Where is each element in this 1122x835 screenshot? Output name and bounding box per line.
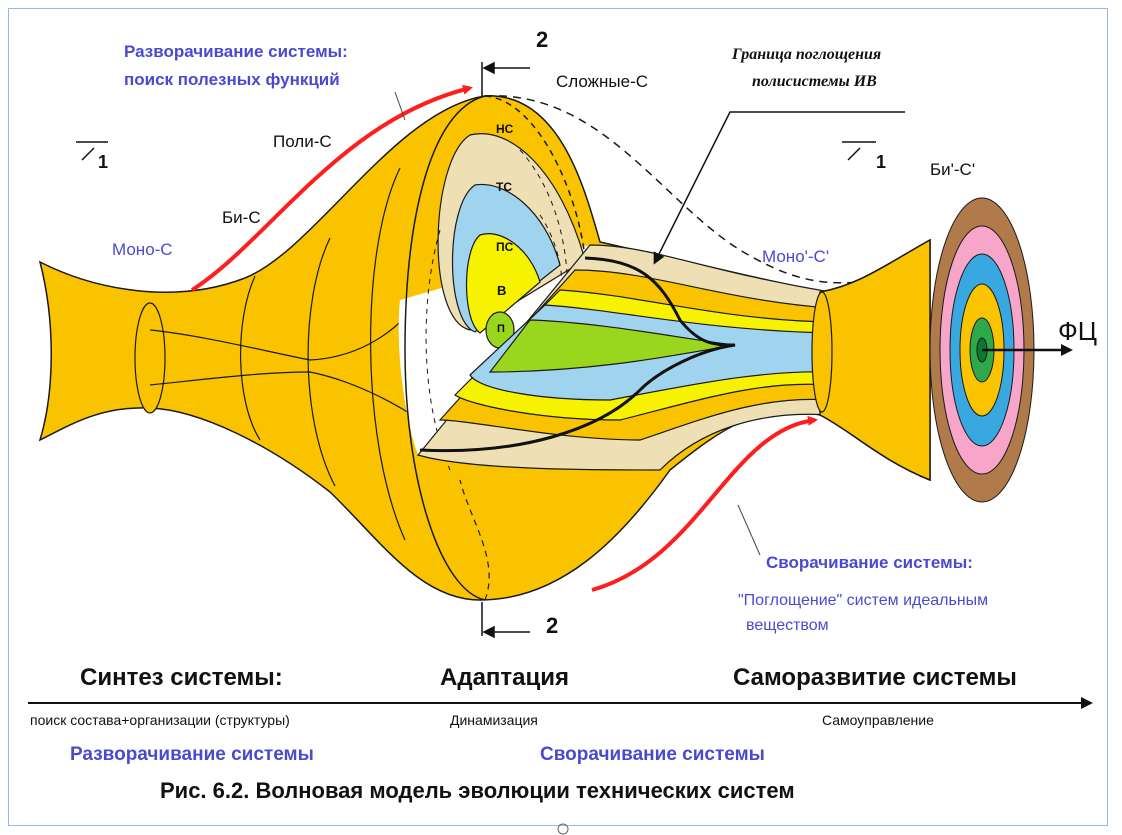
figure-caption: Рис. 6.2. Волновая модель эволюции техни… [160,778,795,803]
mono-prime-label: Моно'-С' [762,247,830,266]
layer-ns: НС [496,122,514,136]
absorption-boundary [419,256,736,453]
mono-label: Моно-С [112,240,173,259]
process-unfolding: Разворачивание системы [70,744,314,765]
layer-v: В [497,283,507,298]
left-mouth [134,302,166,414]
boundary-leader [653,111,905,265]
unfold-title: Разворачивание системы: [124,42,348,61]
fold-title: Сворачивание системы: [766,553,973,572]
cross-section-outline [404,95,486,601]
section-1-right-number: 1 [876,152,887,172]
timeline-stage-synthesis: Синтез системы: [80,664,283,691]
section-2-bottom-number: 2 [546,613,559,638]
bi-label: Би-С [222,208,261,227]
process-folding: Сворачивание системы [540,744,765,765]
section-1-left-number: 1 [98,152,109,172]
timeline-stage-adaptation: Адаптация [440,664,570,691]
boundary-label-line1: Граница поглощения [732,46,882,63]
figure-frame [8,8,1108,826]
timeline-sub-selfcontrol: Самоуправление [822,712,934,728]
dashed-envelope [484,95,861,284]
timeline-stage-selfdev: Саморазвитие системы [733,664,1017,691]
bi-prime-label: Би'-С' [930,160,976,179]
right-neck [819,238,931,482]
fold-arrow [591,415,818,592]
timeline-sub-composition: поиск состава+организации (структуры) [30,712,290,728]
section-mark-1 [76,141,876,161]
unfold-subtitle: поиск полезных функций [124,70,340,89]
fc-label: ФЦ [1058,316,1097,346]
layer-ts: ТС [496,180,512,194]
section-2-top-number: 2 [536,27,549,52]
poly-label: Поли-С [273,132,332,151]
boundary-label-line2: полисистемы ИВ [752,73,877,90]
layer-ps: ПС [496,240,514,254]
unfold-arrow [190,84,473,292]
timeline-sub-dynamization: Динамизация [450,712,538,728]
section-mark-2 [481,61,530,639]
fold-subtitle-line1: "Поглощение" систем идеальным [738,592,989,609]
complex-label: Сложные-С [556,72,649,91]
fold-zone [416,244,831,471]
layer-rings [437,133,586,349]
fold-subtitle-line2: веществом [746,617,829,634]
layer-p: П [497,323,505,335]
